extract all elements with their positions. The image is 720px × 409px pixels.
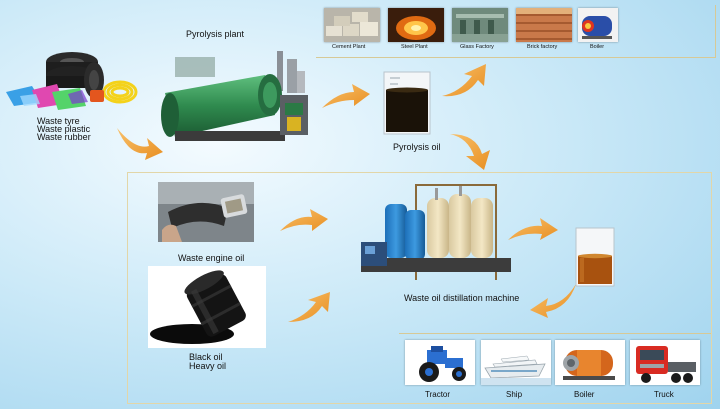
industry-label-brick: Brick factory [527,44,558,50]
vehicle-label-boiler: Boiler [574,390,595,399]
vehicle-card-ship [481,340,551,385]
vehicle-card-boiler [555,340,625,385]
boiler-icon [555,340,625,385]
black-oil-barrel-image [148,266,266,348]
tyre-stack-icon [46,52,104,98]
waste-oil-section-frame [127,172,712,404]
vehicle-card-tractor [405,340,475,385]
arrow-inputs-to-plant [117,128,163,160]
arrow-distillation-to-product [508,218,558,240]
ship-icon [481,340,551,385]
industry-thumb-cement [324,8,380,42]
truck-icon [630,340,700,385]
industries-frame [316,5,716,58]
industry-label-glass: Glass Factory [460,44,494,50]
brick-stack-icon [516,8,572,42]
vehicle-card-truck [630,340,700,385]
pyrolysis-oil-beaker [383,71,431,135]
black-oil-label: Black oil [189,352,223,362]
industry-label-steel: Steel Plant [401,44,428,50]
arrow-product-to-vehicles [530,284,576,318]
cement-bags-icon [324,8,380,42]
vehicle-label-truck: Truck [654,390,674,399]
industry-thumb-glass [452,8,508,42]
industry-thumb-brick [516,8,572,42]
arrow-oil-to-industries [442,64,486,97]
arrow-oil-to-distillation [450,134,490,170]
waste-engine-oil-label: Waste engine oil [178,253,245,263]
input-label-rubber: Waste rubber [37,132,91,142]
distillation-machine-image [361,184,511,280]
plastic-waste-icon [6,84,88,110]
waste-engine-oil-image [158,182,254,242]
molten-steel-icon [388,8,444,42]
heavy-oil-label: Heavy oil [189,361,227,371]
distilled-oil-beaker [575,227,615,287]
input-label-plastic: Waste plastic [37,124,91,134]
pyrolysis-oil-label: Pyrolysis oil [393,142,441,152]
tractor-icon [405,340,475,385]
pyrolysis-plant-label: Pyrolysis plant [186,29,245,39]
raw-materials-image [6,52,138,110]
distillation-machine-label: Waste oil distillation machine [404,293,520,303]
industry-thumb-steel [388,8,444,42]
arrow-black-oil-to-distillation [288,292,330,322]
glass-factory-icon [452,8,508,42]
industry-label-boiler: Boiler [590,44,605,50]
boiler-icon [578,8,618,42]
industry-thumb-boiler [578,8,618,42]
input-label-tyre: Waste tyre [37,116,80,126]
vehicle-label-tractor: Tractor [425,390,451,399]
vehicles-frame [399,333,711,404]
vehicle-label-ship: Ship [506,390,523,399]
industry-label-cement: Cement Plant [332,44,366,50]
arrow-plant-to-oil [322,84,370,108]
arrow-engine-oil-to-distillation [280,209,328,231]
rubber-hose-icon [102,80,138,104]
orange-container-icon [90,90,104,102]
pyrolysis-plant-image [161,51,308,141]
